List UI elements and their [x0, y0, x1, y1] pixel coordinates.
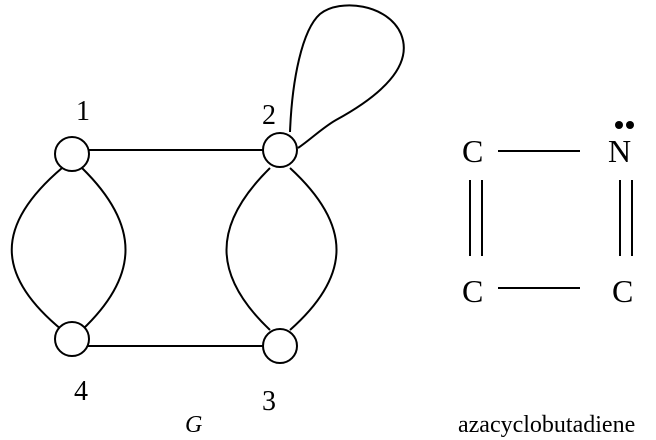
edge-2-loop [289, 4, 405, 149]
edge-2-3-right-arc [289, 167, 338, 331]
atom-top-left: C [462, 133, 483, 169]
graph-g: 1 2 3 4 G [10, 4, 405, 438]
molecule-azacyclobutadiene: C N C C azacyclobutadiene [458, 121, 635, 438]
atom-bottom-left: C [462, 273, 483, 309]
node-3 [262, 328, 298, 364]
node-1 [54, 136, 90, 172]
edge-2-3-left-arc [225, 167, 271, 331]
atom-bottom-right: C [612, 273, 633, 309]
node-3-label: 3 [262, 386, 276, 417]
node-1-label: 1 [76, 96, 90, 127]
atom-top-right: N [608, 133, 631, 169]
node-4 [54, 321, 90, 357]
node-2 [262, 132, 298, 168]
lone-pair-dot-left [615, 121, 623, 129]
graph-caption: G [185, 412, 202, 438]
molecule-caption: azacyclobutadiene [458, 412, 635, 438]
node-4-label: 4 [74, 376, 88, 407]
edge-1-4-outer-arc [10, 167, 63, 331]
edge-1-4-inner-arc [81, 167, 127, 331]
node-2-label: 2 [262, 100, 276, 131]
lone-pair-dot-right [626, 121, 634, 129]
